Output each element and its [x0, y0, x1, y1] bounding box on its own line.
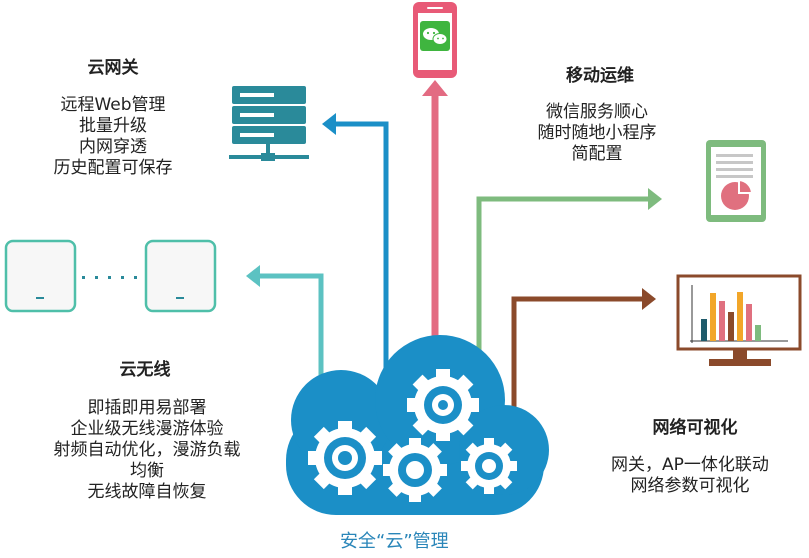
ap-link-dots — [82, 276, 137, 279]
arrow-to-mobile — [422, 80, 448, 370]
arrow-to-wireless — [246, 265, 324, 395]
feature-line: 网关，AP一体化联动 — [611, 455, 769, 475]
cloud-gateway-title: 云网关 — [87, 58, 139, 78]
mobile-ops-title: 移动运维 — [566, 66, 634, 86]
mobile-ops-features: 微信服务顺心 随时随地小程序 简配置 — [522, 102, 672, 165]
feature-line: 简配置 — [571, 144, 623, 164]
feature-line: 批量升级 — [79, 116, 147, 136]
diagram-caption: 安全“云”管理 — [340, 531, 449, 552]
arrow-to-report — [476, 188, 662, 375]
network-visual-features: 网关，AP一体化联动 网络参数可视化 — [600, 455, 780, 497]
feature-line: 网络参数可视化 — [630, 476, 750, 496]
feature-line: 微信服务顺心 — [546, 102, 648, 122]
feature-line: 历史配置可保存 — [53, 158, 173, 178]
phone-wechat-icon — [413, 2, 457, 78]
feature-line: 随时随地小程序 — [537, 123, 657, 143]
arrow-to-visualization — [511, 288, 656, 425]
arrow-to-gateway — [322, 113, 389, 370]
cloud-gears-icon — [286, 335, 549, 515]
feature-line: 即插即用易部署 — [87, 398, 207, 418]
feature-line: 均衡 — [130, 461, 164, 481]
feature-line: 无线故障自恢复 — [87, 482, 207, 502]
cloud-wireless-features: 即插即用易部署 企业级无线漫游体验 射频自动优化，漫游负载 均衡 无线故障自恢复 — [36, 398, 258, 503]
bar-chart-monitor-icon — [676, 274, 802, 366]
feature-line: 内网穿透 — [79, 137, 147, 157]
feature-line: 远程Web管理 — [60, 95, 166, 115]
access-point-icon — [144, 239, 217, 313]
cloud-wireless-title: 云无线 — [119, 360, 171, 380]
feature-line: 企业级无线漫游体验 — [70, 419, 224, 439]
server-icon — [229, 86, 309, 161]
network-visual-title: 网络可视化 — [652, 418, 738, 438]
cloud-gateway-features: 远程Web管理 批量升级 内网穿透 历史配置可保存 — [40, 95, 186, 179]
report-document-icon — [706, 140, 766, 222]
feature-line: 射频自动优化，漫游负载 — [53, 440, 241, 460]
access-point-icon — [4, 239, 77, 313]
